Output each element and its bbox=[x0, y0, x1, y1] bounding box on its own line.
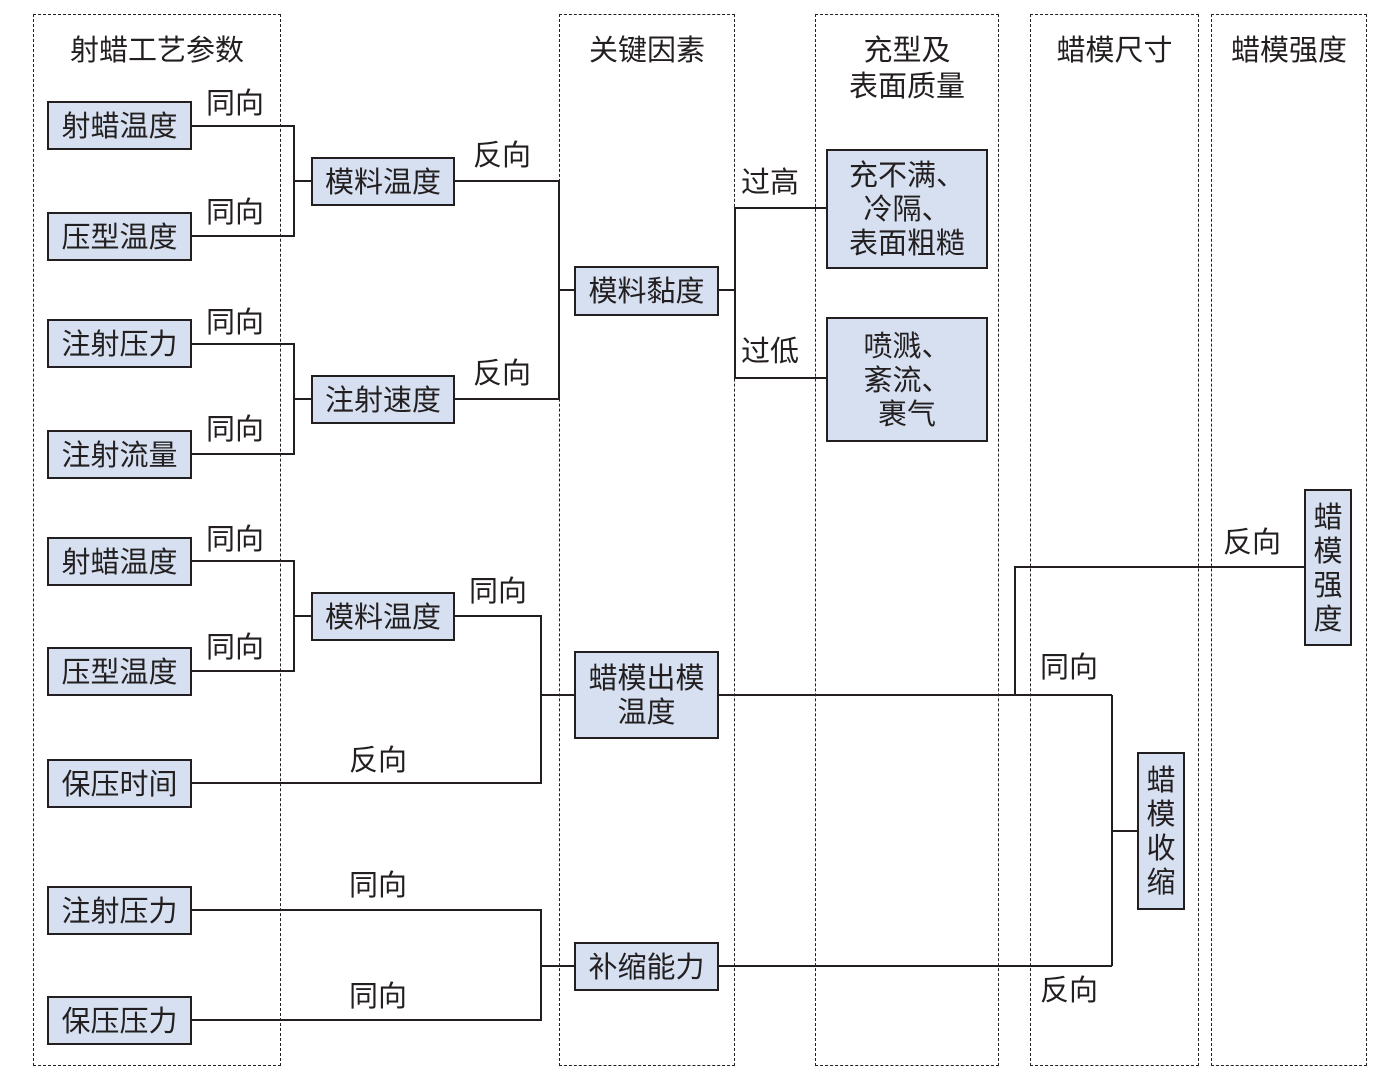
param-mold-temperature-2: 压型温度 bbox=[47, 647, 192, 696]
param-injection-flow: 注射流量 bbox=[47, 430, 192, 479]
label-reverse-1: 反向 bbox=[473, 138, 532, 172]
label-same-5: 同向 bbox=[206, 522, 265, 556]
column-title-size: 蜡模尺寸 bbox=[1056, 33, 1173, 67]
label-same-3: 同向 bbox=[206, 305, 265, 339]
param-wax-temperature-2: 射蜡温度 bbox=[47, 537, 192, 586]
material-temperature-2: 模料温度 bbox=[311, 592, 455, 641]
material-temperature-1: 模料温度 bbox=[311, 157, 455, 206]
param-mold-temperature-1: 压型温度 bbox=[47, 212, 192, 261]
label-too-low: 过低 bbox=[741, 334, 800, 368]
label-too-high: 过高 bbox=[741, 165, 800, 199]
label-reverse-4: 反向 bbox=[1223, 525, 1282, 559]
param-injection-pressure-1: 注射压力 bbox=[47, 319, 192, 368]
label-same-10: 同向 bbox=[1040, 650, 1099, 684]
label-reverse-3: 反向 bbox=[349, 743, 408, 777]
wax-strength: 蜡 模 强 度 bbox=[1304, 489, 1352, 646]
injection-speed: 注射速度 bbox=[311, 375, 455, 424]
param-injection-pressure-2: 注射压力 bbox=[47, 886, 192, 935]
column-title-fill: 充型及 表面质量 bbox=[848, 33, 965, 103]
column-title-strength: 蜡模强度 bbox=[1230, 33, 1347, 67]
column-fill-surface bbox=[815, 14, 999, 1066]
label-same-4: 同向 bbox=[206, 412, 265, 446]
key-viscosity: 模料黏度 bbox=[574, 266, 719, 316]
column-title-key: 关键因素 bbox=[588, 33, 705, 67]
key-feeding-ability: 补缩能力 bbox=[574, 942, 719, 991]
param-holding-time: 保压时间 bbox=[47, 759, 192, 808]
defect-too-low: 喷溅、 紊流、 裹气 bbox=[826, 317, 988, 442]
label-same-9: 同向 bbox=[349, 979, 408, 1013]
defect-too-high: 充不满、 冷隔、 表面粗糙 bbox=[826, 149, 988, 269]
column-params bbox=[33, 14, 281, 1066]
column-wax-size bbox=[1030, 14, 1199, 1066]
label-same-1: 同向 bbox=[206, 86, 265, 120]
wax-shrinkage: 蜡 模 收 缩 bbox=[1137, 752, 1185, 910]
column-wax-strength bbox=[1211, 14, 1367, 1066]
label-same-7: 同向 bbox=[469, 574, 528, 608]
param-holding-pressure: 保压压力 bbox=[47, 996, 192, 1045]
label-same-6: 同向 bbox=[206, 630, 265, 664]
column-key-factors bbox=[559, 14, 735, 1066]
param-wax-temperature-1: 射蜡温度 bbox=[47, 101, 192, 150]
label-same-2: 同向 bbox=[206, 195, 265, 229]
label-reverse-2: 反向 bbox=[473, 356, 532, 390]
key-exit-temperature: 蜡模出模 温度 bbox=[574, 651, 719, 739]
column-title-params: 射蜡工艺参数 bbox=[69, 33, 244, 67]
label-reverse-5: 反向 bbox=[1040, 973, 1099, 1007]
label-same-8: 同向 bbox=[349, 868, 408, 902]
